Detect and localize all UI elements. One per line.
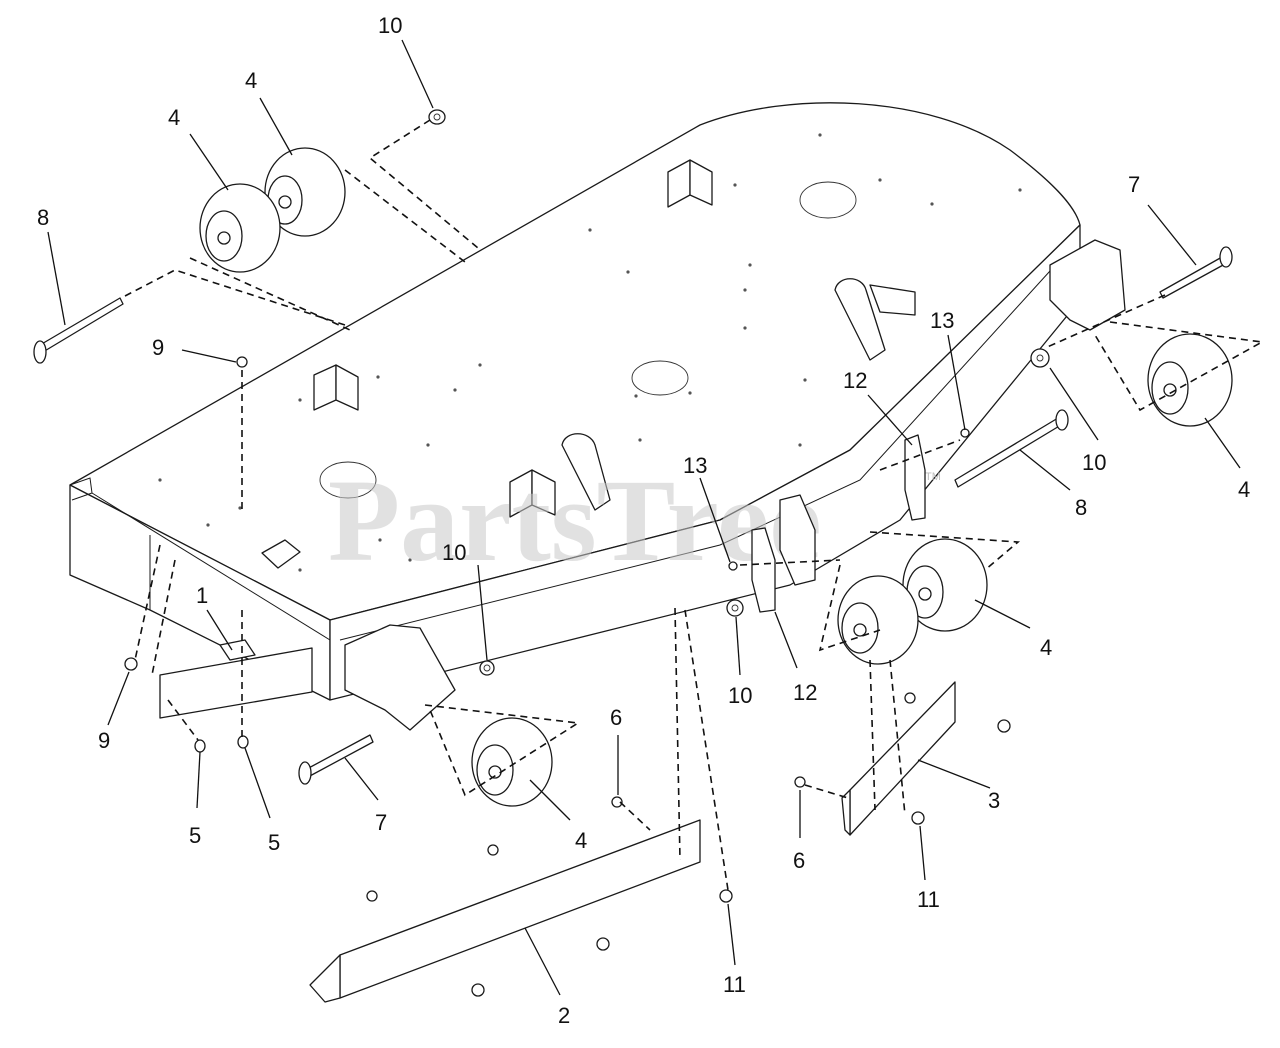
callout-9-bottom: 9 <box>98 728 110 753</box>
watermark-text: PartsTree <box>328 455 822 586</box>
wheel-bracket-front <box>344 624 456 731</box>
axle-bolt-8-right <box>954 409 1069 488</box>
callout-11-right: 11 <box>917 887 940 912</box>
callout-4-top-right: 4 <box>245 68 257 93</box>
mower-deck-housing <box>69 102 1081 701</box>
callout-leaders <box>47 39 1241 996</box>
callout-5-right: 5 <box>268 830 280 855</box>
skid-plate-2 <box>339 819 701 999</box>
callout-3: 3 <box>988 788 1000 813</box>
wheel-left-front <box>199 183 281 273</box>
callout-4-top-left: 4 <box>168 105 180 130</box>
callout-8-right: 8 <box>1075 495 1087 520</box>
callout-4-bottom: 4 <box>575 828 587 853</box>
callout-13-middle: 13 <box>683 453 707 478</box>
callout-labels: 10 4 4 8 9 7 13 12 10 4 8 13 10 1 9 5 5 … <box>37 13 1250 1028</box>
deck-holes <box>158 133 1022 572</box>
callout-6-right: 6 <box>793 848 805 873</box>
wheel-front-bottom <box>471 717 553 807</box>
bracket-12-upper <box>904 434 926 521</box>
callout-10-middle: 10 <box>442 540 466 565</box>
wheel-right-rear <box>1147 333 1233 427</box>
assembly-lines <box>124 119 1265 891</box>
callout-9-top: 9 <box>152 335 164 360</box>
callout-7-right: 7 <box>1128 172 1140 197</box>
callout-12-lower: 12 <box>793 680 817 705</box>
bracket-12-lower <box>751 527 776 613</box>
callout-6-left: 6 <box>610 705 622 730</box>
axle-bolt-7-front <box>298 734 374 785</box>
callout-10-right: 10 <box>1082 450 1106 475</box>
callout-4-right: 4 <box>1238 477 1250 502</box>
skid-plate-3 <box>849 681 956 836</box>
callout-1: 1 <box>196 583 208 608</box>
axle-bolt-8-left <box>33 297 124 364</box>
baffle-plate-1 <box>159 647 313 719</box>
hardware-nuts-and-washers <box>124 109 1050 997</box>
callout-4-lower-right: 4 <box>1040 635 1052 660</box>
callout-13-right: 13 <box>930 308 954 333</box>
callout-8-left: 8 <box>37 205 49 230</box>
callout-10-lower: 10 <box>728 683 752 708</box>
callout-12-upper: 12 <box>843 368 867 393</box>
callout-10-top: 10 <box>378 13 402 38</box>
wheel-right-middle-front <box>837 575 919 665</box>
callout-2: 2 <box>558 1003 570 1028</box>
callout-11-bottom: 11 <box>723 972 746 997</box>
callout-5-left: 5 <box>189 823 201 848</box>
wheel-right-middle-rear <box>902 538 988 632</box>
watermark-trademark: TM <box>925 471 941 483</box>
callout-7-bottom: 7 <box>375 810 387 835</box>
axle-bolt-7-right <box>1159 246 1233 299</box>
